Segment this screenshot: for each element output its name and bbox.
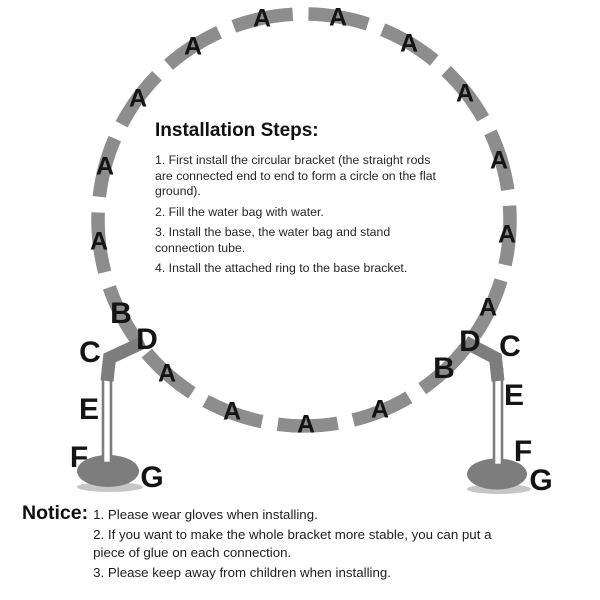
left-base [77,455,139,487]
left-connection-tube [100,336,147,382]
right-base [467,458,527,490]
installation-step-3: 3. Install the base, the water bag and s… [155,225,391,255]
notice-block: Notice: 1. Please wear gloves when insta… [22,502,582,584]
rod-label: A [497,220,517,249]
stand-label-c-right: C [499,330,521,363]
notice-items: 1. Please wear gloves when installing. 2… [93,506,491,584]
stand-label-g-right: G [529,464,553,497]
stand-label-b-left: B [110,297,132,330]
stand-label-f-left: F [69,441,89,474]
rod-label: A [370,395,390,424]
installation-steps-block: Installation Steps: 1. First install the… [155,120,500,282]
rod-label: A [399,29,419,58]
installation-steps-title: Installation Steps: [155,120,319,141]
right-stand [461,336,531,494]
rod-label: A [183,32,203,61]
rod-label: A [222,397,242,426]
rod-label: A [157,359,177,388]
stand-label-d-left: D [136,323,158,356]
stand-label-f-right: F [513,435,533,468]
rod-label: A [455,79,475,108]
left-stand-pole [101,367,113,465]
rod-label: A [252,4,272,33]
rod-label: A [95,152,115,181]
stand-label-e-left: E [78,393,100,426]
rod-label: A [89,227,109,256]
notice-item-1: 1. Please wear gloves when installing. [93,507,318,522]
installation-step-4: 4. Install the attached ring to the base… [155,261,408,275]
notice-item-2: 2. If you want to make the whole bracket… [93,527,492,560]
stand-label-d-right: D [459,325,481,358]
right-stand-pole [492,367,504,467]
circular-bracket-ring [91,7,517,433]
notice-title: Notice: [22,502,89,524]
rod-label: A [489,146,509,175]
rod-label: A [296,410,316,439]
rod-label: A [478,293,498,322]
right-connection-tube [461,336,505,382]
stand-label-e-right: E [503,379,525,412]
notice-item-3: 3. Please keep away from children when i… [93,564,391,580]
installation-step-2: 2. Fill the water bag with water. [155,204,324,219]
rod-label: A [328,3,348,32]
stand-label-g-left: G [140,461,164,494]
installation-step-1: 1. First install the circular bracket (t… [155,153,436,198]
stand-label-c-left: C [79,336,101,369]
stand-label-b-right: B [433,352,455,385]
left-stand [77,336,147,492]
rod-label: A [128,84,148,113]
